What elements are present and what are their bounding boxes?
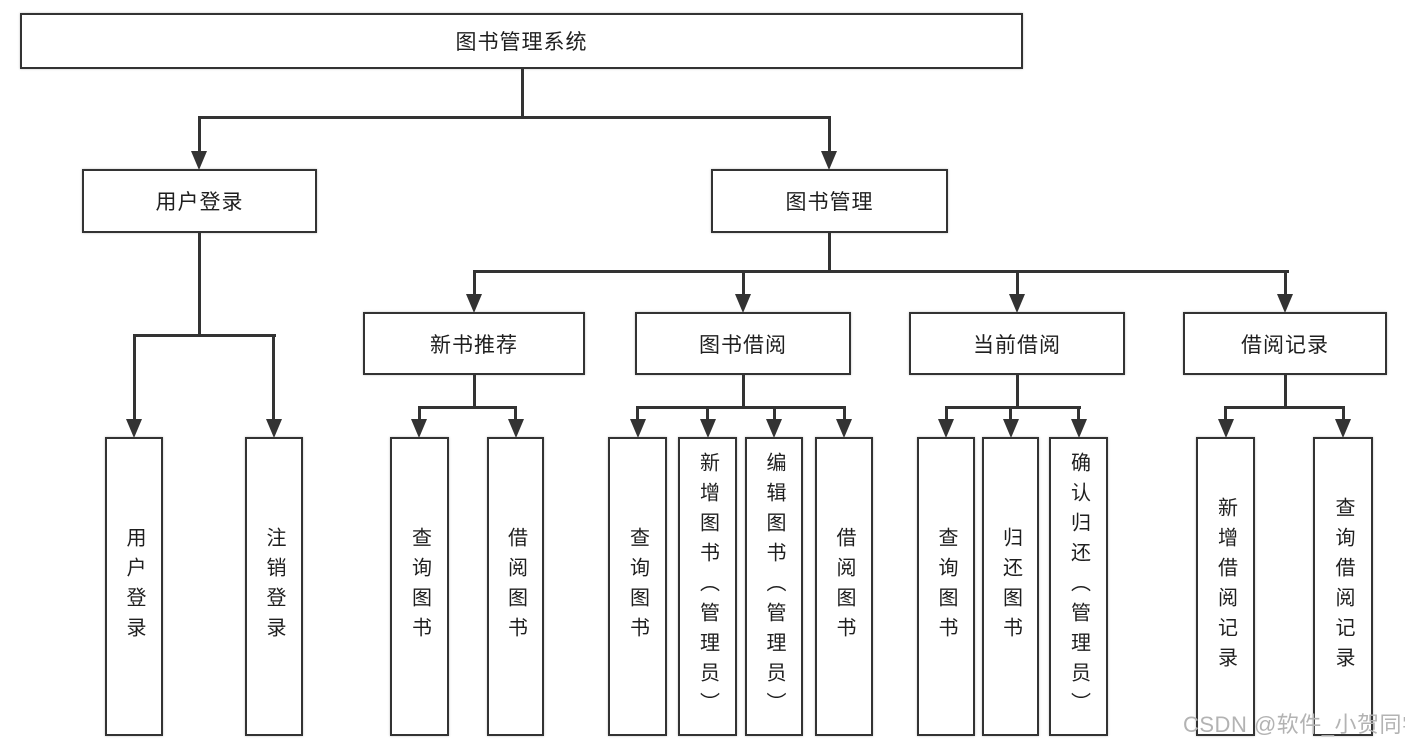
node-root-label: 图书管理系统 [455, 31, 588, 54]
leaf-query-books-borrowing-label: 查询图书 [626, 526, 649, 647]
leaf-logout-label: 注销登录 [263, 526, 285, 647]
connector-borrow-records-trunk [1283, 375, 1287, 408]
arrowhead-c1 [629, 419, 646, 438]
arrowhead-leaf-user-login [126, 419, 142, 438]
leaf-logout: 注销登录 [245, 437, 303, 736]
leaf-query-books-recommend: 查询图书 [390, 437, 449, 736]
leaf-query-borrow-record-label: 查询借阅记录 [1332, 496, 1354, 677]
connector-borrow-records-branch [1224, 405, 1345, 409]
arrowhead-d1 [938, 419, 954, 438]
csdn-watermark: CSDN @软件_小贺同学 [1183, 712, 1405, 737]
arrowhead-c4 [836, 419, 852, 438]
node-book-management-label: 图书管理 [785, 191, 874, 214]
arrowhead-new-book-recommend [466, 294, 482, 313]
connector-drop-current-borrowing [1015, 271, 1019, 295]
leaf-borrow-books-recommend: 借阅图书 [487, 437, 544, 736]
leaf-query-borrow-record: 查询借阅记录 [1313, 437, 1373, 736]
leaf-add-borrow-record-label: 新增借阅记录 [1214, 496, 1237, 677]
node-current-borrowing: 当前借阅 [909, 312, 1125, 375]
node-root: 图书管理系统 [20, 13, 1023, 69]
leaf-confirm-return-admin: 确认归还（管理员） [1049, 437, 1108, 736]
leaf-user-login: 用户登录 [105, 437, 163, 736]
connector-book-management-branch [472, 269, 1289, 273]
connector-drop-book-management [827, 117, 831, 153]
arrowhead-c3 [766, 419, 782, 438]
leaf-query-books-borrowing: 查询图书 [608, 437, 667, 736]
connector-new-book-recommend-branch [417, 405, 517, 409]
connector-book-borrowing-branch [636, 405, 846, 409]
connector-drop-e2 [1341, 407, 1345, 421]
connector-current-borrowing-trunk [1015, 375, 1019, 408]
connector-new-book-recommend-trunk [472, 375, 476, 408]
arrowhead-b2 [507, 419, 524, 438]
connector-drop-e1 [1224, 407, 1227, 421]
leaf-query-books-current-label: 查询图书 [935, 526, 957, 647]
leaf-add-books-admin-label: 新增图书（管理员） [696, 451, 719, 722]
arrowhead-book-borrowing [735, 294, 751, 313]
arrowhead-e2 [1335, 419, 1351, 438]
leaf-borrow-books-label: 借阅图书 [833, 526, 855, 647]
connector-drop-c4 [842, 407, 846, 421]
connector-drop-b1 [417, 407, 421, 421]
leaf-borrow-books-recommend-label: 借阅图书 [504, 526, 527, 647]
leaf-confirm-return-admin-label: 确认归还（管理员） [1067, 451, 1090, 722]
connector-drop-user-login [197, 117, 201, 153]
arrowhead-d3 [1070, 419, 1087, 438]
arrowhead-current-borrowing [1009, 294, 1025, 313]
connector-drop-leaf-logout [272, 335, 275, 420]
node-borrow-records: 借阅记录 [1183, 312, 1387, 375]
leaf-query-books-current: 查询图书 [917, 437, 975, 736]
connector-user-login-trunk [198, 233, 201, 337]
connector-root-branch [197, 115, 831, 119]
arrowhead-e1 [1217, 419, 1234, 438]
arrowhead-user-login [191, 151, 207, 170]
leaf-edit-books-admin-label: 编辑图书（管理员） [763, 451, 785, 722]
arrowhead-b1 [411, 419, 427, 438]
leaf-user-login-label: 用户登录 [123, 526, 145, 647]
arrowhead-c2 [699, 419, 716, 438]
node-new-book-recommend: 新书推荐 [363, 312, 585, 375]
leaf-return-books-label: 归还图书 [999, 526, 1022, 647]
connector-drop-leaf-user-login [132, 335, 136, 420]
connector-drop-c3 [772, 407, 776, 421]
leaf-query-books-recommend-label: 查询图书 [408, 526, 431, 647]
node-book-management: 图书管理 [711, 169, 948, 233]
node-user-login-label: 用户登录 [155, 191, 244, 214]
arrowhead-book-management [821, 151, 837, 170]
leaf-edit-books-admin: 编辑图书（管理员） [745, 437, 803, 736]
connector-drop-borrow-records [1283, 271, 1287, 295]
connector-drop-book-borrowing [741, 271, 745, 295]
connector-book-management-trunk [827, 233, 831, 273]
connector-root-trunk [520, 67, 524, 118]
leaf-return-books: 归还图书 [982, 437, 1039, 736]
connector-current-borrowing-branch [944, 405, 1081, 409]
node-current-borrowing-label: 当前借阅 [973, 333, 1061, 357]
leaf-add-borrow-record: 新增借阅记录 [1196, 437, 1255, 736]
node-new-book-recommend-label: 新书推荐 [430, 333, 518, 357]
connector-drop-d2 [1009, 407, 1012, 421]
connector-drop-c2 [706, 407, 709, 421]
connector-drop-new-book-recommend [472, 271, 476, 295]
leaf-add-books-admin: 新增图书（管理员） [678, 437, 737, 736]
connector-book-borrowing-trunk [741, 375, 745, 408]
connector-user-login-branch [132, 334, 276, 337]
node-book-borrowing: 图书借阅 [635, 312, 851, 375]
connector-drop-b2 [514, 407, 517, 421]
leaf-borrow-books: 借阅图书 [815, 437, 873, 736]
connector-drop-d1 [944, 407, 948, 421]
arrowhead-borrow-records [1277, 294, 1293, 313]
connector-drop-c1 [636, 407, 639, 421]
node-user-login: 用户登录 [82, 169, 317, 233]
connector-drop-d3 [1077, 407, 1080, 421]
node-book-borrowing-label: 图书借阅 [699, 333, 787, 357]
arrowhead-d2 [1002, 419, 1019, 438]
node-borrow-records-label: 借阅记录 [1241, 333, 1329, 357]
arrowhead-leaf-logout [265, 419, 282, 438]
